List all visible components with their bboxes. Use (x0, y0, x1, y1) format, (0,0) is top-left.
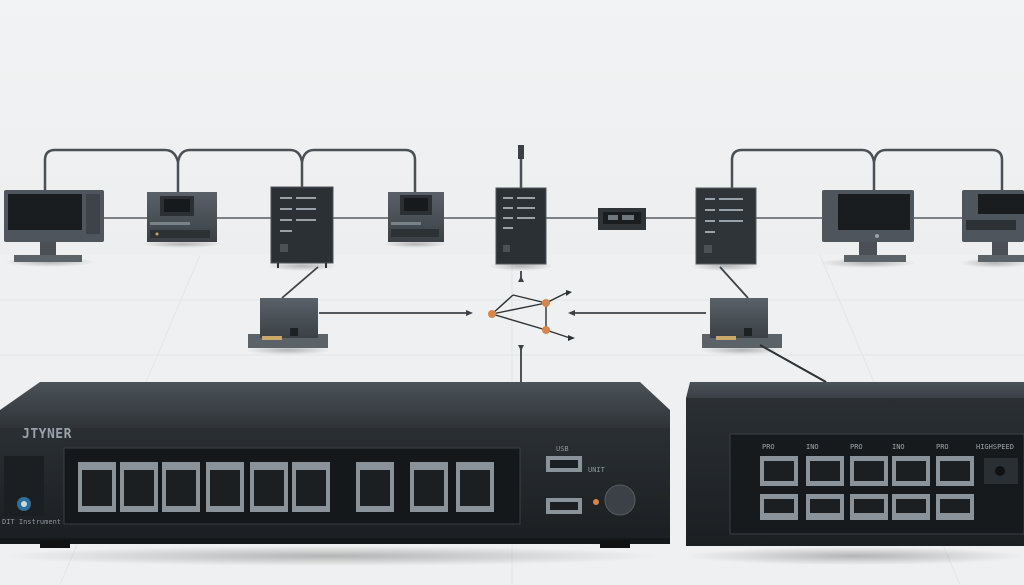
port-label-5: PRO (936, 443, 949, 451)
inline-switch (598, 208, 646, 230)
monitor-3 (962, 190, 1024, 262)
device-box-1 (147, 192, 217, 242)
monitor-1 (4, 190, 104, 262)
server-tower-1 (270, 186, 334, 268)
monitor-2 (822, 190, 914, 262)
port-label-4: INO (892, 443, 905, 451)
usb-label: USB (556, 445, 569, 453)
server-tower-center (495, 187, 547, 265)
port-label-3: PRO (850, 443, 863, 451)
status-label: HIGHSPEED (976, 443, 1014, 451)
router-right (685, 382, 1024, 565)
port-label-2: INO (806, 443, 819, 451)
antenna (518, 145, 524, 159)
device-box-2 (388, 192, 444, 242)
port-label-1: PRO (762, 443, 775, 451)
router-left (0, 382, 670, 566)
gateway-left (246, 298, 330, 355)
router-side-label: DIT Instrument (2, 518, 62, 526)
router-brand-label: JTYNER (22, 427, 72, 442)
network-node-diagram (491, 292, 571, 339)
top-cables (43, 148, 1004, 192)
server-tower-2 (695, 187, 757, 265)
unit-label: UNIT (588, 466, 605, 474)
